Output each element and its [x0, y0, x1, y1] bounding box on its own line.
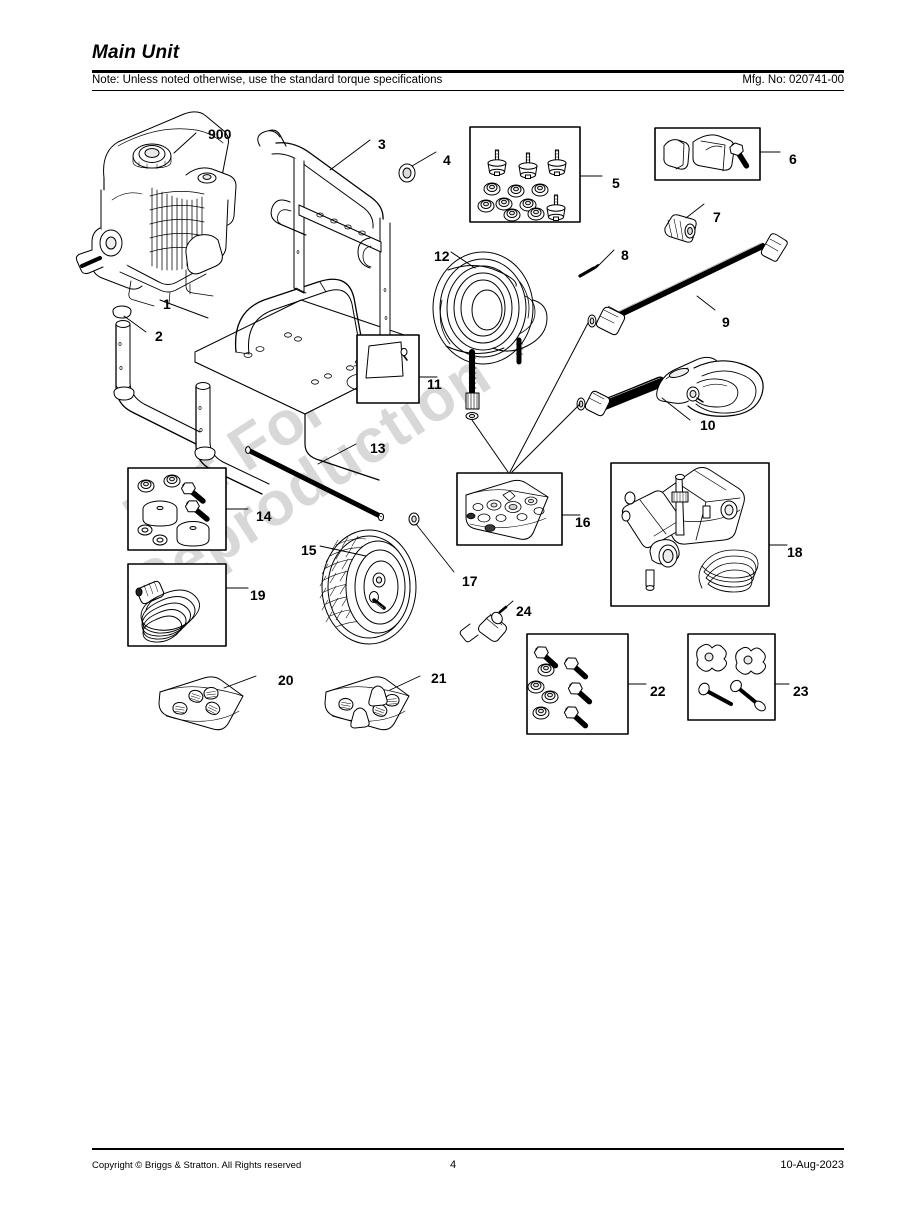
- callout-22: 22: [650, 683, 666, 699]
- part-o-ring-17: [408, 512, 420, 526]
- leader-21: [389, 675, 421, 691]
- callout-20: 20: [278, 672, 294, 688]
- footer-date: 10-Aug-2023: [780, 1159, 844, 1171]
- part-pin-8: [578, 264, 599, 278]
- leader-9: [696, 295, 716, 311]
- callout-21: 21: [431, 670, 447, 686]
- part-grommet-4: [398, 163, 416, 183]
- leader-13: [317, 443, 357, 465]
- leader-17: [415, 523, 455, 573]
- header-note: Note: Unless noted otherwise, use the st…: [92, 74, 443, 86]
- part-wheel-15: [319, 529, 417, 645]
- callout-15: 15: [301, 542, 317, 558]
- footer-page-number: 4: [449, 1159, 457, 1171]
- page-title: Main Unit: [92, 42, 180, 63]
- callout-12: 12: [434, 248, 450, 264]
- part-coupler-7: [664, 214, 697, 243]
- callout-9: 9: [722, 314, 730, 330]
- leader-900: [173, 132, 197, 154]
- leader-1: [159, 299, 209, 319]
- callout-3: 3: [378, 136, 386, 152]
- part-injector-24: [459, 605, 508, 643]
- header-rule-thick: [92, 70, 844, 73]
- leader-15: [319, 545, 367, 557]
- callout-16: 16: [575, 514, 591, 530]
- callout-4: 4: [443, 152, 451, 168]
- callout-17: 17: [462, 573, 478, 589]
- callout-11: 11: [427, 376, 442, 392]
- leader-7: [685, 203, 705, 219]
- callout-2: 2: [155, 328, 163, 344]
- leader-12: [450, 251, 476, 269]
- callout-7: 7: [713, 209, 721, 225]
- part-bag-21: [324, 676, 410, 731]
- callout-8: 8: [621, 247, 629, 263]
- callout-13: 13: [370, 440, 386, 456]
- header-rule-thin: [92, 90, 844, 91]
- callout-19: 19: [250, 587, 266, 603]
- leader-8: [595, 249, 615, 269]
- header-mfg-number: Mfg. No: 020741-00: [742, 74, 844, 86]
- part-box-14: [127, 467, 227, 551]
- part-hose-12: [432, 251, 548, 420]
- leader-3: [329, 139, 371, 171]
- part-box-6: [654, 127, 761, 181]
- part-axle-13: [245, 446, 385, 522]
- callout-5: 5: [612, 175, 620, 191]
- part-box-16: [456, 472, 563, 546]
- part-spray-gun-10: [576, 356, 764, 417]
- leader-10: [661, 397, 691, 421]
- leader-fan-16: [471, 322, 589, 473]
- leader-20: [223, 675, 257, 689]
- part-wand-9: [587, 233, 788, 336]
- callout-14: 14: [256, 508, 272, 524]
- part-box-11: [356, 334, 420, 404]
- callout-24: 24: [516, 603, 532, 619]
- callout-10: 10: [700, 417, 716, 433]
- part-cap-2: [112, 305, 132, 319]
- leader-24: [498, 600, 514, 614]
- part-bag-20: [158, 676, 244, 731]
- callout-1: 1: [163, 296, 171, 312]
- part-handle-3: [257, 129, 393, 344]
- part-box-23: [687, 633, 776, 721]
- callout-900: 900: [208, 126, 232, 142]
- footer-rule: [92, 1148, 844, 1150]
- leader-2: [123, 315, 147, 333]
- part-box-22: [526, 633, 629, 735]
- callout-18: 18: [787, 544, 803, 560]
- part-box-19: [127, 563, 227, 647]
- part-box-5: [469, 126, 581, 223]
- footer-copyright: Copyright © Briggs & Stratton. All Right…: [92, 1160, 302, 1171]
- callout-6: 6: [789, 151, 797, 167]
- leader-4: [411, 151, 437, 167]
- callout-23: 23: [793, 683, 809, 699]
- part-engine-900: [75, 111, 237, 307]
- part-box-18: [610, 462, 770, 607]
